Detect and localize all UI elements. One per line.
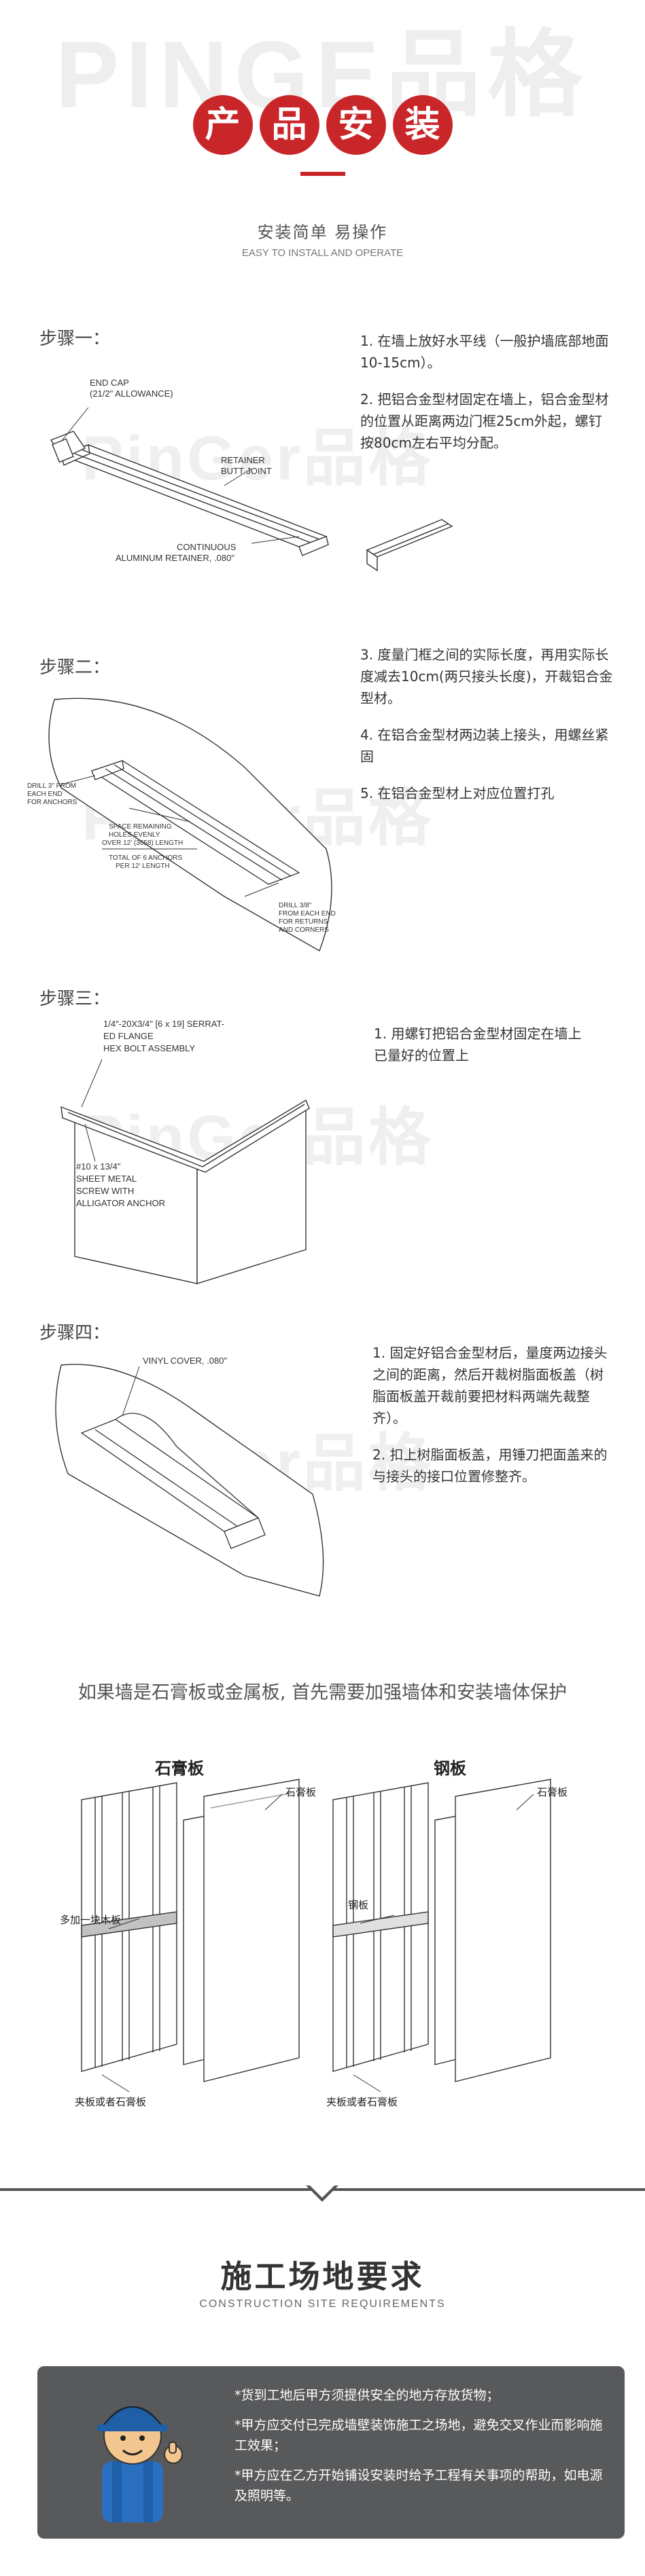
step-2-text: 3. 度量门框之间的实际长度，再用实际长度减去10cm(两只接头长度)，开裁铝合… (360, 644, 615, 819)
step-2-label: 步骤二： (39, 657, 111, 678)
title-badge: 安 (326, 95, 386, 155)
diagram-label: VINYL COVER, .080" (143, 1356, 227, 1366)
diagram-label: DRILL 3/8" (279, 902, 312, 909)
step-3-diagram: 1/4"-20X3/4" [6 x 19] SERRAT- ED FLANGE … (20, 1012, 605, 1297)
diagram-label: CONTINUOUS (177, 542, 237, 552)
step-1-text-2: 2. 把铝合金型材固定在墙上，铝合金型材的位置从距离两边门框25cm外起，螺钉按… (360, 391, 609, 451)
step-4-diagram: VINYL COVER, .080" (20, 1352, 340, 1616)
diagram-label: 1/4"-20X3/4" [6 x 19] SERRAT- (103, 1019, 224, 1029)
wall-label: 石膏板 (285, 1786, 316, 1798)
diagram-label: SPACE REMAINING (109, 823, 172, 831)
wall-name-gypsum: 石膏板 (155, 1759, 204, 1778)
diagram-label: TOTAL OF 6 ANCHORS (109, 854, 182, 862)
step-1-text: 1. 在墙上放好水平线（一般护墙底部地面10-15cm）。 2. 把铝合金型材固… (360, 330, 615, 469)
site-requirements-list: *货到工地后甲方须提供安全的地方存放货物； *甲方应交付已完成墙壁装饰施工之场地… (234, 2385, 615, 2516)
site-requirements-title-english: CONSTRUCTION SITE REQUIREMENTS (199, 2298, 446, 2310)
background-logo: PINGE品格 (55, 21, 590, 128)
step-3-text: 1. 用螺钉把铝合金型材固定在墙上已量好的位置上 (374, 1023, 591, 1081)
step-2-diagram: DRILL 3" FROM EACH END FOR ANCHORS SPACE… (20, 693, 347, 958)
step-4-text-1: 1. 固定好铝合金型材后，量度两边接头之间的距离，然后开裁树脂面板盖（树脂面板盖… (372, 1345, 608, 1426)
diagram-label: SCREW WITH (76, 1186, 134, 1196)
list-item: *货到工地后甲方须提供安全的地方存放货物； (234, 2388, 500, 2403)
diagram-label: EACH END (27, 791, 63, 798)
diagram-label: AND CORNERS (279, 926, 329, 934)
subtitle: 安装简单 易操作 (257, 223, 388, 242)
title-badges: 产 品 安 装 (0, 95, 645, 155)
diagram-label: ED FLANGE (103, 1031, 154, 1041)
site-requirements-panel: *货到工地后甲方须提供安全的地方存放货物； *甲方应交付已完成墙壁装饰施工之场地… (37, 2366, 625, 2539)
diagram-label: ALLIGATOR ANCHOR (76, 1198, 165, 1208)
wall-label: 夹板或者石膏板 (75, 2096, 146, 2108)
wall-label: 多加一块木板 (60, 1914, 121, 1926)
diagram-label: ALUMINUM RETAINER, .080" (116, 553, 234, 563)
diagram-label: SHEET METAL (76, 1174, 137, 1184)
list-item: *甲方应交付已完成墙壁装饰施工之场地，避免交叉作业而影响施工效果； (234, 2418, 603, 2453)
step-3-text-1: 1. 用螺钉把铝合金型材固定在墙上已量好的位置上 (374, 1026, 582, 1064)
wall-label: 钢板 (348, 1899, 368, 1911)
step-4-label: 步骤四： (39, 1323, 111, 1343)
list-item: *甲方应在乙方开始铺设安装时给予工程有关事项的帮助，如电源及照明等。 (234, 2468, 603, 2503)
site-requirements-title: 施工场地要求 (220, 2258, 425, 2295)
title-badge: 装 (392, 95, 453, 155)
diagram-label: FROM EACH END (279, 910, 336, 918)
title-underline (300, 172, 345, 176)
wall-label: 石膏板 (537, 1786, 568, 1798)
section-divider-notch-inner (310, 2185, 334, 2198)
wall-name-steel: 钢板 (434, 1759, 466, 1778)
diagram-label: FOR ANCHORS (27, 799, 77, 806)
step-2-text-1: 3. 度量门框之间的实际长度，再用实际长度减去10cm(两只接头长度)，开裁铝合… (360, 647, 613, 706)
worker-mascot-icon (65, 2380, 201, 2532)
title-badge: 品 (259, 95, 319, 155)
walls-diagram: 石膏板 多加一块木板 夹板或者石膏板 石膏板 钢板 夹板或者石膏板 (41, 1773, 605, 2119)
step-1-text-1: 1. 在墙上放好水平线（一般护墙底部地面10-15cm）。 (360, 333, 609, 371)
diagram-label: FOR RETURNS (279, 918, 328, 926)
diagram-label: END CAP (90, 378, 129, 388)
diagram-label: RETAINER (221, 455, 265, 465)
diagram-label: HEX BOLT ASSEMBLY (103, 1043, 195, 1053)
diagram-label: PER 12' LENGTH (116, 863, 170, 870)
title-badge: 产 (192, 95, 253, 155)
step-2-text-2: 4. 在铝合金型材两边装上接头，用螺丝紧固 (360, 727, 609, 765)
step-4-text-2: 2. 扣上树脂面板盖，用锤刀把面盖来的与接头的接口位置修整齐。 (372, 1447, 608, 1485)
diagram-label: DRILL 3" FROM (27, 782, 76, 790)
diagram-label: HOLES EVENLY (109, 831, 160, 839)
diagram-label: BUTT JOINT (221, 466, 272, 476)
step-1-diagram: END CAP (21/2" ALLOWANCE) RETAINER BUTT … (34, 367, 618, 577)
diagram-label: OVER 12' (3658) LENGTH (102, 839, 183, 847)
diagram-label: (21/2" ALLOWANCE) (90, 388, 173, 399)
step-3-label: 步骤三： (39, 989, 111, 1009)
step-4-text: 1. 固定好铝合金型材后，量度两边接头之间的距离，然后开裁树脂面板盖（树脂面板盖… (372, 1342, 610, 1502)
step-1-label: 步骤一： (39, 329, 111, 349)
wall-label: 夹板或者石膏板 (326, 2096, 398, 2108)
subtitle-english: EASY TO INSTALL AND OPERATE (241, 247, 404, 259)
diagram-label: #10 x 13/4" (76, 1161, 121, 1172)
step-2-text-3: 5. 在铝合金型材上对应位置打孔 (360, 785, 555, 801)
walls-title: 如果墙是石膏板或金属板, 首先需要加强墙体和安装墙体保护 (77, 1682, 568, 1703)
